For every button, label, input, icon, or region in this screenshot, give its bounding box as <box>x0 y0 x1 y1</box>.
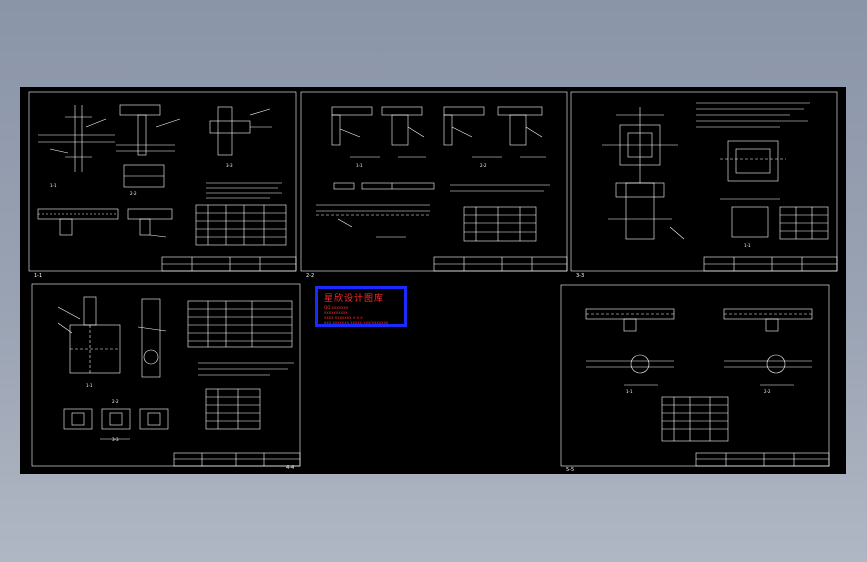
section-label: 1-1 <box>744 243 751 248</box>
section-label: 2-2 <box>480 163 487 168</box>
section-label: 2-2 <box>130 191 137 196</box>
sheet-label-1: 1-1 <box>34 273 42 279</box>
section-label: 2-2 <box>764 389 771 394</box>
section-label: 2-2 <box>112 399 119 404</box>
stamp-line: xxx.xxxxxxx.xxxxx.xxx/xxxxxxx <box>324 320 389 325</box>
section-label: 1-1 <box>86 383 93 388</box>
section-labels: 1-1 2-2 3-3 1-1 2-2 1-1 1-1 2-2 3-3 1-1 … <box>50 163 771 442</box>
sheet-label-2: 2-2 <box>306 273 314 279</box>
section-label: 1-1 <box>626 389 633 394</box>
sheet-labels: 1-1 2-2 3-3 4-4 5-5 <box>34 273 584 473</box>
stamp-line: QQ:xxxxxxx <box>324 305 349 310</box>
stamp-line: xxxxxxxxxx <box>324 310 348 315</box>
cad-drawing-viewport[interactable]: 1-1 2-2 3-3 4-4 5-5 1-1 2-2 3-3 1-1 2-2 … <box>20 87 846 474</box>
section-label: 1-1 <box>50 183 57 188</box>
cad-drawing-canvas[interactable]: 1-1 2-2 3-3 4-4 5-5 1-1 2-2 3-3 1-1 2-2 … <box>20 87 846 474</box>
sheet-label-4: 4-4 <box>286 465 294 471</box>
section-label: 3-3 <box>226 163 233 168</box>
drawing-sheet-1[interactable] <box>28 91 297 272</box>
drawing-sheet-5[interactable] <box>560 284 830 467</box>
drawing-sheet-2[interactable] <box>300 91 568 272</box>
sheet-label-5: 5-5 <box>566 467 574 473</box>
drawing-sheet-3[interactable] <box>570 91 838 272</box>
section-label: 1-1 <box>356 163 363 168</box>
stamp-title: 星欣设计图库 <box>324 294 385 304</box>
section-label: 3-3 <box>112 437 119 442</box>
watermark-stamp: 星欣设计图库 QQ:xxxxxxx xxxxxxxxxx xxxx-xxxxxx… <box>315 286 407 327</box>
stamp-line: xxxx-xxxxxxx x-x x <box>324 315 363 320</box>
sheet-label-3: 3-3 <box>576 273 584 279</box>
drawing-sheet-4[interactable] <box>31 283 301 467</box>
